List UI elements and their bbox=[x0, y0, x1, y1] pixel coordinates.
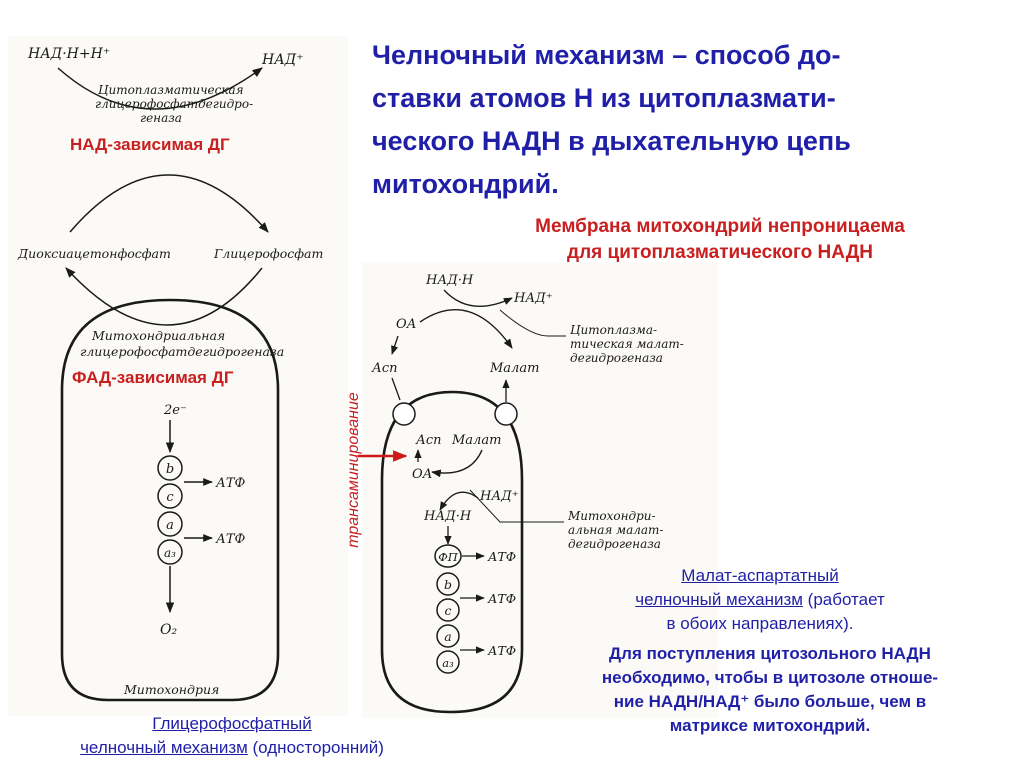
cytosol-ratio-note-line-3: ние НАДН/НАД⁺ было больше, чем в bbox=[536, 690, 1004, 714]
left-cyto-enzyme-line-3: геназа bbox=[140, 111, 182, 125]
right-cyto-malate-label: Малат bbox=[489, 361, 539, 376]
right-nad-reduction-arrow bbox=[440, 492, 478, 510]
right-mito-nadh-label: НАД·Н bbox=[423, 509, 472, 524]
glycerophosphate-caption: Глицерофосфатный челночный механизм (одн… bbox=[8, 712, 456, 760]
electrons-label: 2e⁻ bbox=[163, 403, 187, 418]
cytochrome-a-label: a bbox=[166, 518, 174, 533]
dhap-label: Диоксиацетонфосфат bbox=[17, 246, 171, 261]
nad-dependent-dg-label: НАД-зависимая ДГ bbox=[70, 135, 230, 155]
oxygen-label: O₂ bbox=[160, 622, 177, 638]
right-cyto-oa-to-malate-arc bbox=[420, 310, 512, 348]
glycerophosphate-caption-line-2: челночный механизм (односторонний) bbox=[8, 736, 456, 760]
malate-aspartate-caption-underlined: челночный механизм bbox=[635, 590, 803, 609]
right-mito-asp-label: Асп bbox=[415, 433, 442, 448]
left-nadh-label: НАД·Н+Н⁺ bbox=[27, 46, 110, 62]
right-malate-to-oa-arc bbox=[432, 450, 482, 473]
right-mito-oa-label: ОА bbox=[412, 467, 433, 482]
right-atp-label-3: АТФ bbox=[487, 643, 516, 658]
cytochrome-b-label: b bbox=[166, 462, 174, 477]
mitochondrion-label: Митохондрия bbox=[123, 682, 219, 697]
right-atp-label-1: АТФ bbox=[487, 549, 516, 564]
right-cytochrome-c-label: c bbox=[444, 603, 451, 618]
right-cyto-enzyme-line-3: дегидрогеназа bbox=[570, 351, 663, 365]
right-cyto-asp-label: Асп bbox=[371, 361, 398, 376]
right-cyto-nad-arrow bbox=[444, 290, 512, 306]
right-atp-label-2: АТФ bbox=[487, 591, 516, 606]
aspartate-carrier bbox=[393, 403, 415, 425]
right-cyto-enzyme-line-1: Цитоплазма- bbox=[570, 323, 657, 337]
right-mito-nad-label: НАД⁺ bbox=[479, 489, 519, 504]
cytosol-ratio-note: Для поступления цитозольного НАДН необхо… bbox=[536, 642, 1004, 738]
left-atp-label-1: АТФ bbox=[215, 476, 246, 491]
malate-carrier bbox=[495, 403, 517, 425]
cytosol-ratio-note-line-4: матриксе митохондрий. bbox=[536, 714, 1004, 738]
glycerophosphate-caption-line-1: Глицерофосфатный bbox=[8, 712, 456, 736]
left-cyto-enzyme-line-1: Цитоплазматическая bbox=[98, 83, 244, 97]
malate-aspartate-caption: Малат-аспартатный челночный механизм (ра… bbox=[540, 564, 980, 636]
cytochrome-a3-label: a₃ bbox=[164, 546, 176, 560]
left-cyto-enzyme-line-2: глицерофосфатдегидро- bbox=[95, 97, 253, 111]
malate-aspartate-caption-line-3: в обоих направлениях). bbox=[540, 612, 980, 636]
malate-aspartate-caption-rest: (работает bbox=[803, 590, 885, 609]
right-cyto-enzyme-line-2: тическая малат- bbox=[570, 337, 684, 351]
right-mito-enzyme-line-3: дегидрогеназа bbox=[568, 537, 661, 551]
left-upper-conversion-arc bbox=[70, 175, 268, 232]
glycerophosphate-caption-rest: (односторонний) bbox=[248, 738, 384, 757]
g3p-label: Глицерофосфат bbox=[213, 246, 323, 261]
right-asp-transport-line bbox=[392, 378, 400, 400]
right-cyto-enzyme-leader bbox=[500, 310, 548, 336]
right-cyto-oa-label: ОА bbox=[396, 317, 417, 332]
right-cyto-nadh-label: НАД·Н bbox=[425, 273, 474, 288]
right-cyto-nad-label: НАД⁺ bbox=[513, 291, 553, 306]
flavoprotein-label: ФП bbox=[438, 550, 459, 564]
right-mito-enzyme-line-2: альная малат- bbox=[568, 523, 663, 537]
right-mito-enzyme-line-1: Митохондри- bbox=[567, 509, 656, 523]
left-atp-label-2: АТФ bbox=[215, 532, 246, 547]
cytosol-ratio-note-line-1: Для поступления цитозольного НАДН bbox=[536, 642, 1004, 666]
left-nad-label: НАД⁺ bbox=[261, 52, 304, 68]
glycerophosphate-caption-underlined: челночный механизм bbox=[80, 738, 248, 757]
right-oa-to-asp-arrow bbox=[392, 336, 398, 354]
left-mito-enzyme-line-2: глицерофосфатдегидрогеназа bbox=[80, 344, 284, 359]
left-mito-enzyme-line-1: Митохондриальная bbox=[91, 328, 225, 343]
transamination-label: трансаминирование bbox=[345, 392, 363, 548]
fad-dependent-dg-label: ФАД-зависимая ДГ bbox=[72, 368, 233, 388]
malate-aspartate-caption-line-1: Малат-аспартатный bbox=[540, 564, 980, 588]
right-cytochrome-a-label: a bbox=[444, 629, 451, 644]
cytosol-ratio-note-line-2: необходимо, чтобы в цитозоле отноше- bbox=[536, 666, 1004, 690]
right-cytochrome-a3-label: a₃ bbox=[442, 656, 454, 670]
right-cytochrome-b-label: b bbox=[444, 577, 452, 592]
right-mito-malate-label: Малат bbox=[451, 433, 501, 448]
cytochrome-c-label: c bbox=[166, 490, 174, 505]
malate-aspartate-caption-line-2: челночный механизм (работает bbox=[540, 588, 980, 612]
